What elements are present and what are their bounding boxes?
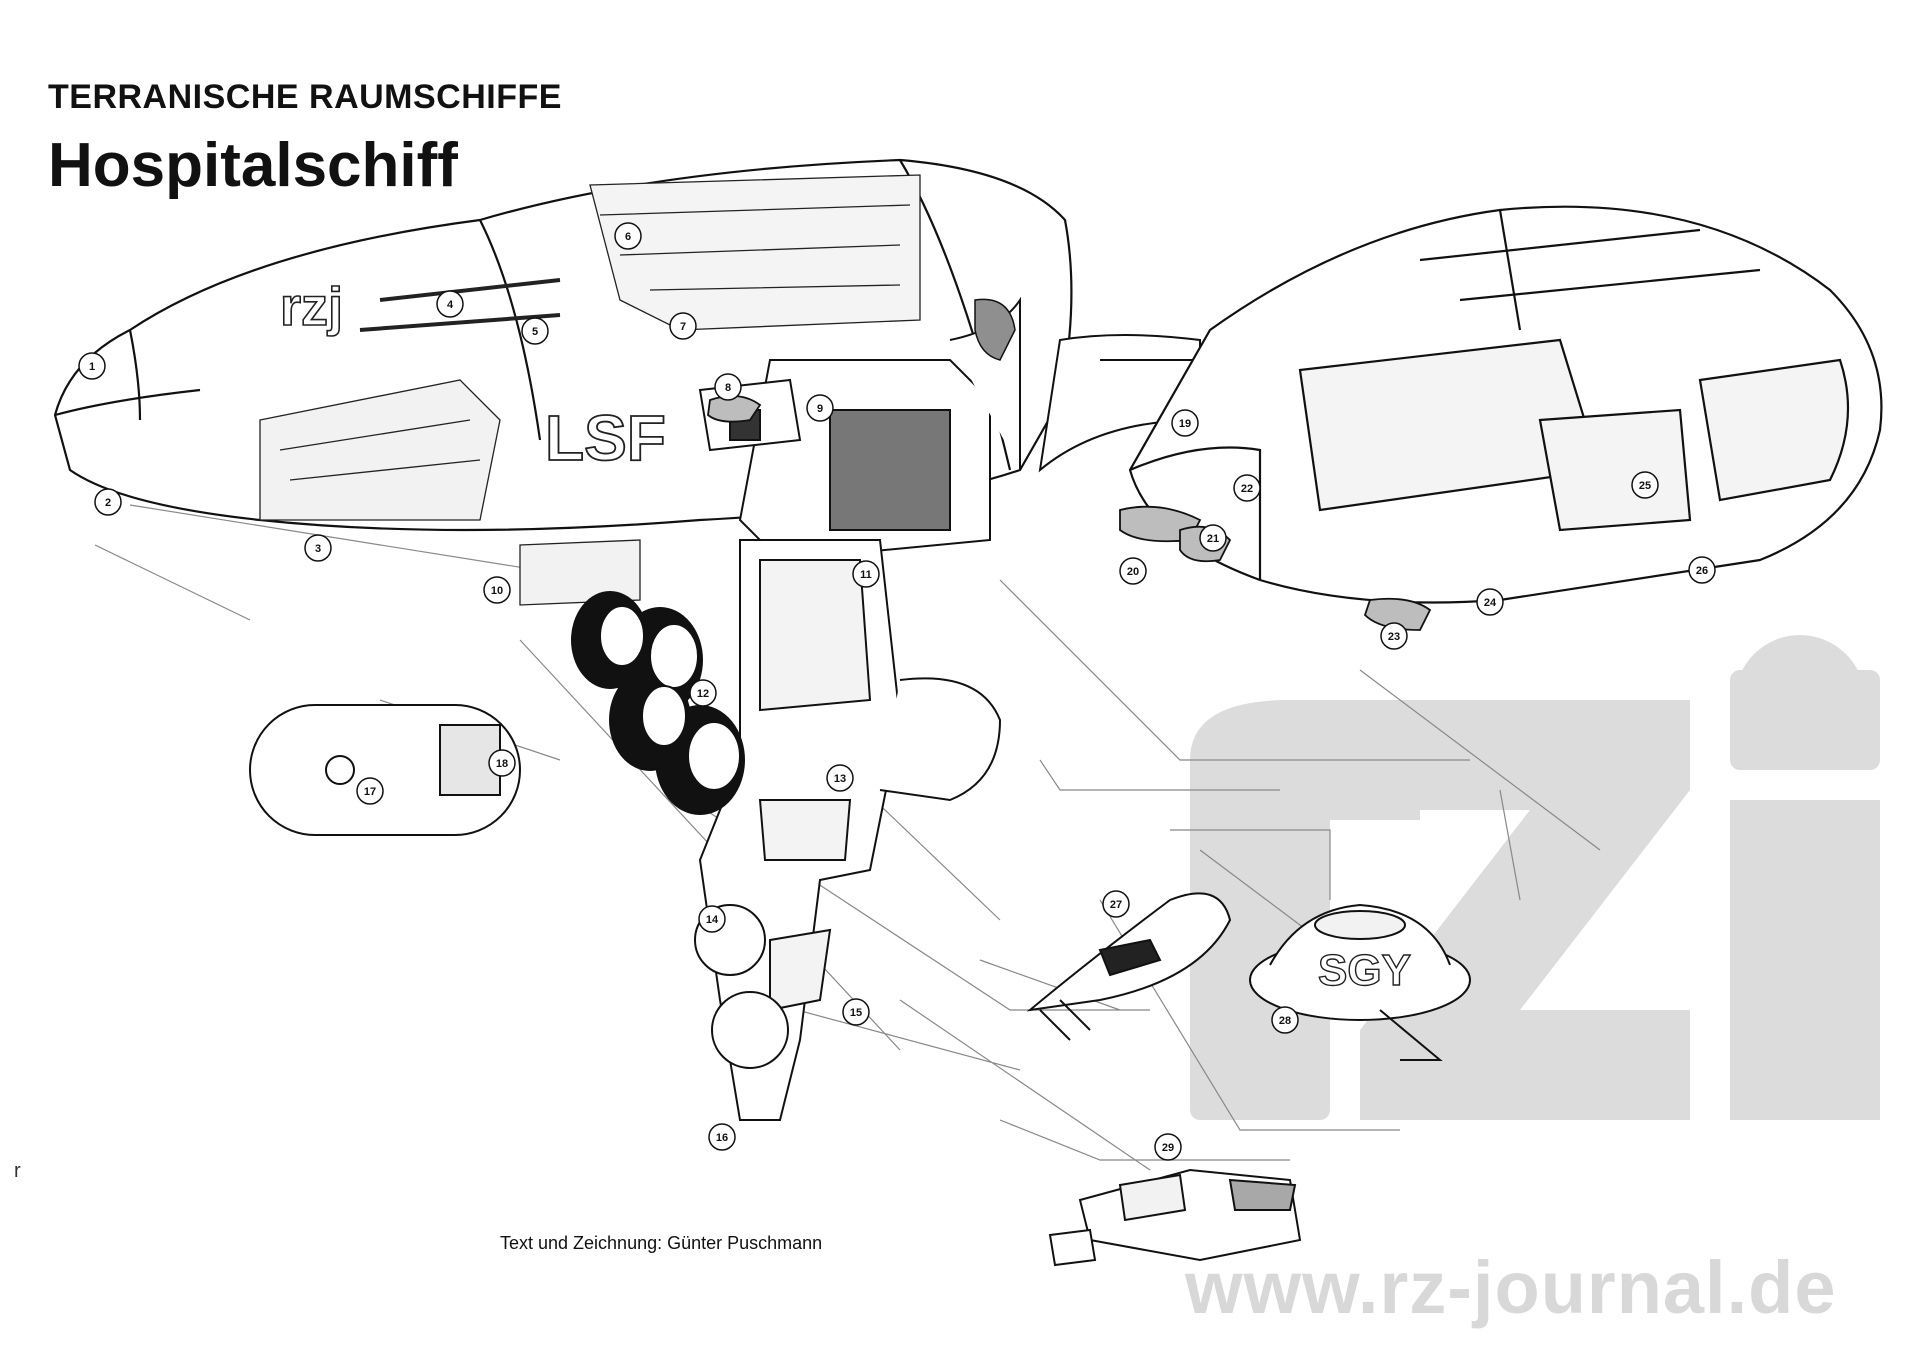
callout-number: 15 [850,1007,862,1019]
callout-19: 19 [1171,409,1199,437]
hull-marking-rzj: rzj [280,277,343,337]
callout-number: 21 [1207,533,1219,545]
callout-number: 29 [1162,1142,1174,1154]
saucer-lander [1249,903,1471,1061]
callout-14: 14 [698,905,726,933]
callout-number: 12 [697,688,709,700]
callout-20: 20 [1119,557,1147,585]
callout-number: 4 [447,299,454,311]
callout-15: 15 [842,998,870,1026]
callout-12: 12 [689,679,717,707]
callout-number: 6 [625,231,631,243]
callout-number: 24 [1484,597,1497,609]
callout-number: 19 [1179,418,1191,430]
callout-28: 28 [1271,1006,1299,1034]
small-craft-27 [1026,892,1232,1041]
callout-number: 20 [1127,566,1139,578]
central-stack [698,539,902,1121]
callout-7: 7 [669,312,697,340]
callout-4: 4 [436,290,464,318]
callout-number: 17 [364,786,376,798]
callout-5: 5 [521,317,549,345]
saucer-marking: SGY [1318,946,1411,995]
callout-number: 26 [1696,565,1708,577]
callout-13: 13 [826,764,854,792]
capsule-module [249,704,521,836]
callout-9: 9 [806,394,834,422]
callout-21: 21 [1199,524,1227,552]
callout-number: 18 [496,758,508,770]
rear-module-pods [707,395,1432,631]
callout-2: 2 [94,488,122,516]
callout-6: 6 [614,222,642,250]
callout-10: 10 [483,576,511,604]
watermark-url: www.rz-journal.de [1185,1246,1837,1329]
callout-number: 13 [834,773,846,785]
credit-line: Text und Zeichnung: Günter Puschmann [500,1233,823,1253]
callout-11: 11 [852,560,880,588]
callout-number: 22 [1241,483,1253,495]
callout-number: 1 [89,361,95,373]
callout-1: 1 [78,352,106,380]
callout-number: 14 [706,914,719,926]
callout-number: 2 [105,497,111,509]
ground-vehicle [1048,1168,1302,1267]
callout-number: 16 [716,1132,728,1144]
callout-22: 22 [1233,474,1261,502]
page-title: Hospitalschiff [48,131,458,200]
callout-number: 3 [315,543,321,555]
callout-number: 25 [1639,480,1651,492]
callout-number: 28 [1279,1015,1291,1027]
callout-number: 8 [725,382,731,394]
hull-detail [259,174,921,606]
callout-27: 27 [1102,890,1130,918]
rear-module [1128,205,1883,604]
callout-8: 8 [714,373,742,401]
thruster-bells [571,591,1002,815]
callout-26: 26 [1688,556,1716,584]
callout-number: 23 [1388,631,1400,643]
callout-25: 25 [1631,471,1659,499]
hull-marking-main: LSF [545,402,666,474]
callout-number: 27 [1110,899,1122,911]
callout-number: 5 [532,326,538,338]
callout-29: 29 [1154,1133,1182,1161]
callout-16: 16 [708,1123,736,1151]
callout-17: 17 [356,777,384,805]
callout-number: 10 [491,585,503,597]
callout-23: 23 [1380,622,1408,650]
callout-24: 24 [1476,588,1504,616]
callout-number: 7 [680,321,686,333]
callout-number: 9 [817,403,823,415]
callout-number: 11 [860,569,872,581]
series-heading: TERRANISCHE RAUMSCHIFFE [48,78,562,116]
stray-mark: r [14,1160,21,1182]
watermark-logo [1190,635,1880,1120]
callout-18: 18 [488,749,516,777]
hull-fins [974,298,1016,361]
callout-3: 3 [304,534,332,562]
